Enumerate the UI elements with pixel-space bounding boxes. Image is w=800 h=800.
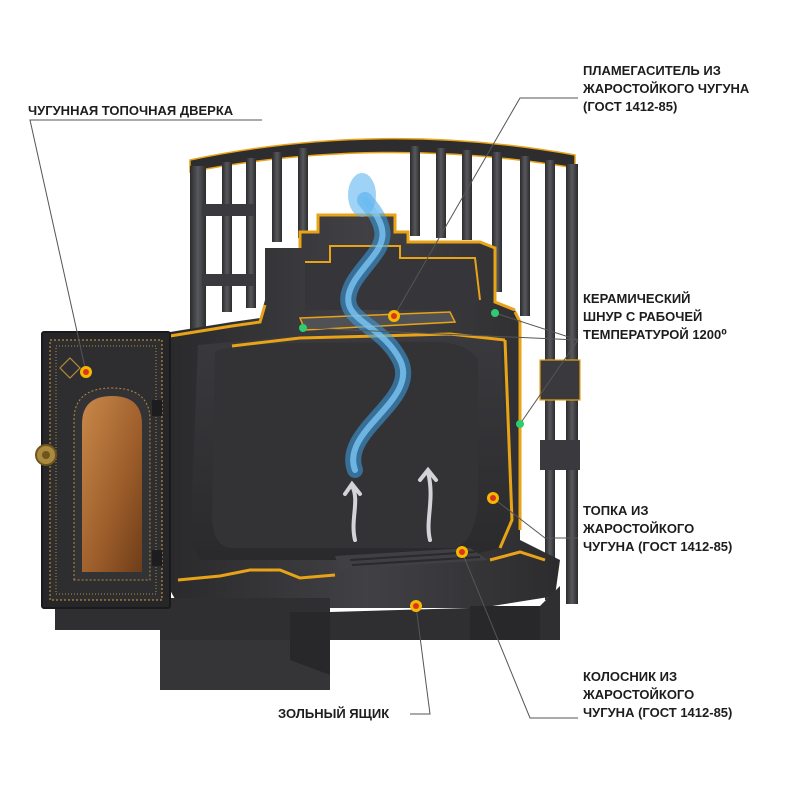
door-handle bbox=[35, 444, 57, 466]
label-flame-line-1: ПЛАМЕГАСИТЕЛЬ ИЗ bbox=[583, 63, 721, 78]
label-ceramic-cord: КЕРАМИЧЕСКИЙ ШНУР С РАБОЧЕЙ ТЕМПЕРАТУРОЙ… bbox=[583, 290, 727, 344]
marker-ceramic-2 bbox=[491, 309, 499, 317]
marker-ceramic-1 bbox=[299, 324, 307, 332]
label-flame-line-2: ЖАРОСТОЙКОГО ЧУГУНА bbox=[583, 81, 750, 96]
label-grate: КОЛОСНИК ИЗ ЖАРОСТОЙКОГО ЧУГУНА (ГОСТ 14… bbox=[583, 668, 732, 722]
flame-path bbox=[340, 173, 438, 542]
label-grate-line-2: ЖАРОСТОЙКОГО bbox=[583, 687, 695, 702]
label-grate-line-3: ЧУГУНА (ГОСТ 1412-85) bbox=[583, 705, 733, 720]
label-flame-arrester: ПЛАМЕГАСИТЕЛЬ ИЗ ЖАРОСТОЙКОГО ЧУГУНА (ГО… bbox=[583, 62, 749, 116]
marker-grate bbox=[456, 546, 468, 558]
label-firebox-line-3: ЧУГУНА (ГОСТ 1412-85) bbox=[583, 539, 733, 554]
label-ceramic-line-2: ШНУР С РАБОЧЕЙ bbox=[583, 309, 703, 324]
label-grate-line-1: КОЛОСНИК ИЗ bbox=[583, 669, 678, 684]
label-firebox-line-2: ЖАРОСТОЙКОГО bbox=[583, 521, 695, 536]
label-ashbox-line-1: ЗОЛЬНЫЙ ЯЩИК bbox=[278, 706, 390, 721]
marker-ceramic-3 bbox=[516, 420, 524, 428]
label-firebox: ТОПКА ИЗ ЖАРОСТОЙКОГО ЧУГУНА (ГОСТ 1412-… bbox=[583, 502, 732, 556]
label-door-line-1: ЧУГУННАЯ ТОПОЧНАЯ ДВЕРКА bbox=[28, 103, 234, 118]
marker-ashbox bbox=[410, 600, 422, 612]
marker-firebox bbox=[487, 492, 499, 504]
label-flame-line-3: (ГОСТ 1412-85) bbox=[583, 99, 678, 114]
grate-bars bbox=[335, 548, 488, 570]
label-firebox-line-1: ТОПКА ИЗ bbox=[583, 503, 649, 518]
firebox-body bbox=[55, 213, 560, 690]
leader-lines bbox=[29, 97, 579, 719]
label-ceramic-line-3: ТЕМПЕРАТУРОЙ 1200⁰ bbox=[583, 327, 727, 342]
firebox-door bbox=[35, 331, 171, 609]
marker-door bbox=[80, 366, 92, 378]
label-door: ЧУГУННАЯ ТОПОЧНАЯ ДВЕРКА bbox=[28, 102, 233, 120]
marker-flame-arrester bbox=[388, 310, 400, 322]
label-ashbox: ЗОЛЬНЫЙ ЯЩИК bbox=[278, 705, 389, 723]
markers bbox=[80, 309, 524, 612]
label-ceramic-line-1: КЕРАМИЧЕСКИЙ bbox=[583, 291, 691, 306]
